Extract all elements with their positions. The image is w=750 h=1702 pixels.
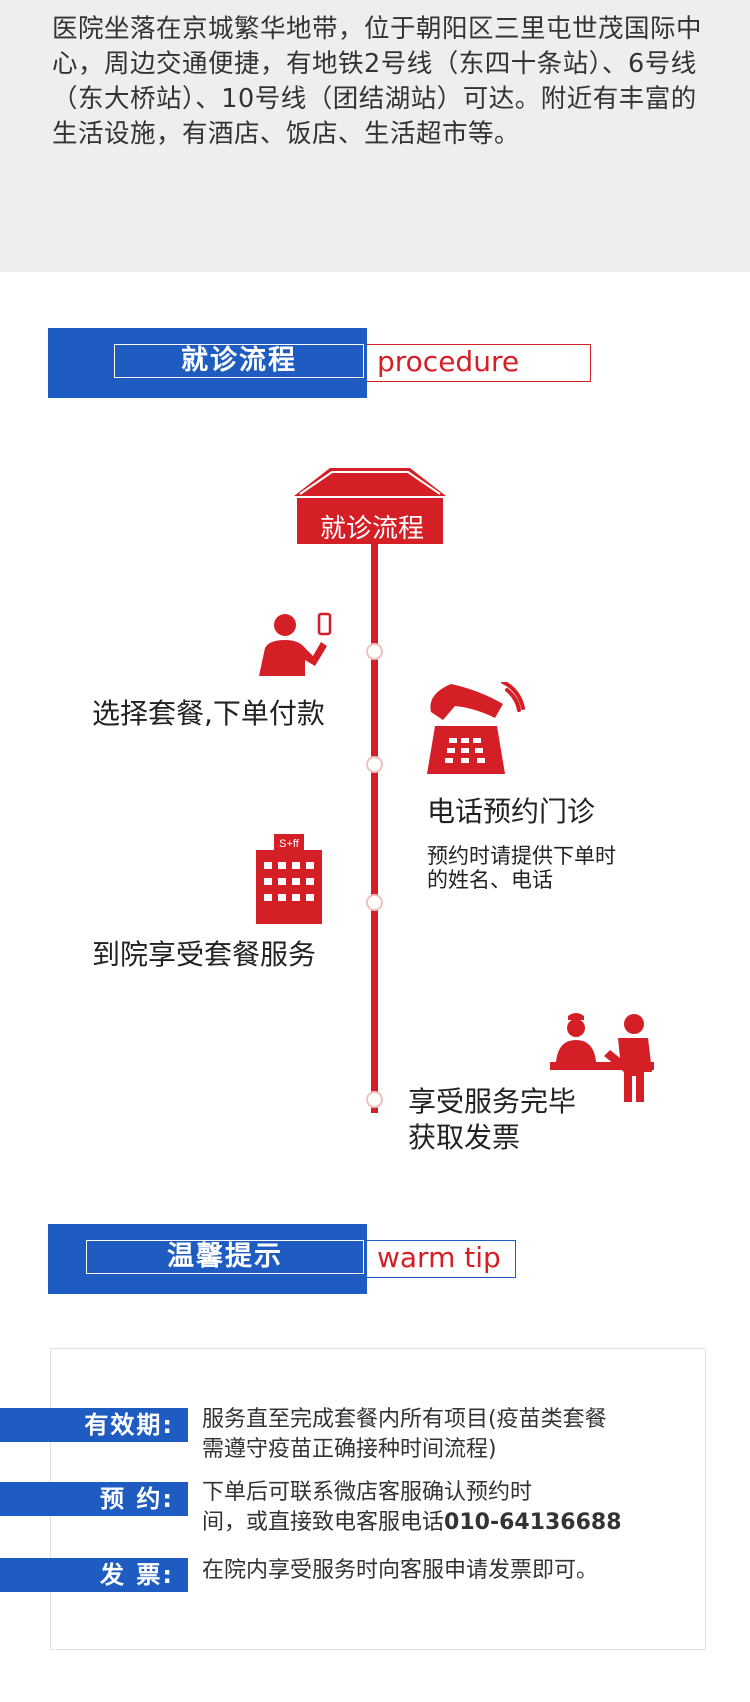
step-label: 获取发票 — [408, 1121, 521, 1154]
hospital-building-icon: S+ff — [256, 834, 322, 924]
person-phone-icon — [259, 612, 332, 676]
tip-label-appointment: 预 约: — [0, 1482, 188, 1516]
step-dot — [366, 1091, 383, 1108]
intro-section: 医院坐落在京城繁华地带，位于朝阳区三里屯世茂国际中心，周边交通便捷，有地铁2号线… — [0, 0, 750, 272]
section-subtitle: warm tip — [367, 1240, 516, 1278]
tip-line: 下单后可联系微店客服确认预约时 — [202, 1480, 533, 1505]
tip-line: 在院内享受服务时向客服申请发票即可。 — [202, 1558, 599, 1583]
telephone-icon — [427, 682, 525, 774]
step-dot — [366, 643, 383, 660]
intro-text: 医院坐落在京城繁华地带，位于朝阳区三里屯世茂国际中心，周边交通便捷，有地铁2号线… — [52, 14, 703, 149]
step-dot — [366, 756, 383, 773]
step-label: 享受服务完毕 — [408, 1085, 577, 1118]
flow-line — [371, 544, 378, 1113]
tip-label-validity: 有效期: — [0, 1408, 188, 1442]
tip-label-invoice: 发 票: — [0, 1558, 188, 1592]
step-label: 到院享受套餐服务 — [92, 938, 317, 971]
step-note: 的姓名、电话 — [427, 868, 553, 892]
tip-line: 间，或直接致电客服电话010-64136688 — [202, 1508, 682, 1538]
procedure-section-header: 就诊流程 procedure — [48, 328, 608, 398]
tips-section-header: 温馨提示 warm tip — [48, 1224, 608, 1294]
tip-text-validity: 服务直至完成套餐内所有项目(疫苗类套餐 需遵守疫苗正确接种时间流程) — [202, 1405, 682, 1465]
house-label: 就诊流程 — [319, 514, 424, 544]
tip-line: 服务直至完成套餐内所有项目(疫苗类套餐 — [202, 1407, 607, 1432]
section-subtitle: procedure — [367, 344, 591, 382]
nurse-desk-icon — [550, 1013, 654, 1102]
step-note: 预约时请提供下单时 — [427, 844, 616, 868]
flow-graphics — [294, 468, 446, 544]
house-icon — [294, 468, 446, 544]
step-label: 选择套餐,下单付款 — [92, 697, 325, 730]
section-title-bar — [48, 1224, 367, 1294]
tip-text-invoice: 在院内享受服务时向客服申请发票即可。 — [202, 1556, 682, 1586]
hospital-sign: S+ff — [279, 838, 300, 850]
section-title: 温馨提示 — [86, 1240, 364, 1274]
section-title-bar — [48, 328, 367, 398]
tip-line-text: 间，或直接致电客服电话 — [202, 1510, 445, 1535]
section-title: 就诊流程 — [114, 344, 364, 378]
step-dot — [366, 894, 383, 911]
tip-text-appointment: 下单后可联系微店客服确认预约时 间，或直接致电客服电话010-64136688 — [202, 1478, 682, 1538]
procedure-flow: 就诊流程 选择套餐,下单付款 电话预约门诊 预约时请提供下单时 的姓名、电话 S… — [0, 460, 750, 1160]
step-label: 电话预约门诊 — [427, 795, 596, 828]
tip-line: 需遵守疫苗正确接种时间流程) — [202, 1437, 497, 1462]
service-phone-number: 010-64136688 — [444, 1510, 622, 1535]
